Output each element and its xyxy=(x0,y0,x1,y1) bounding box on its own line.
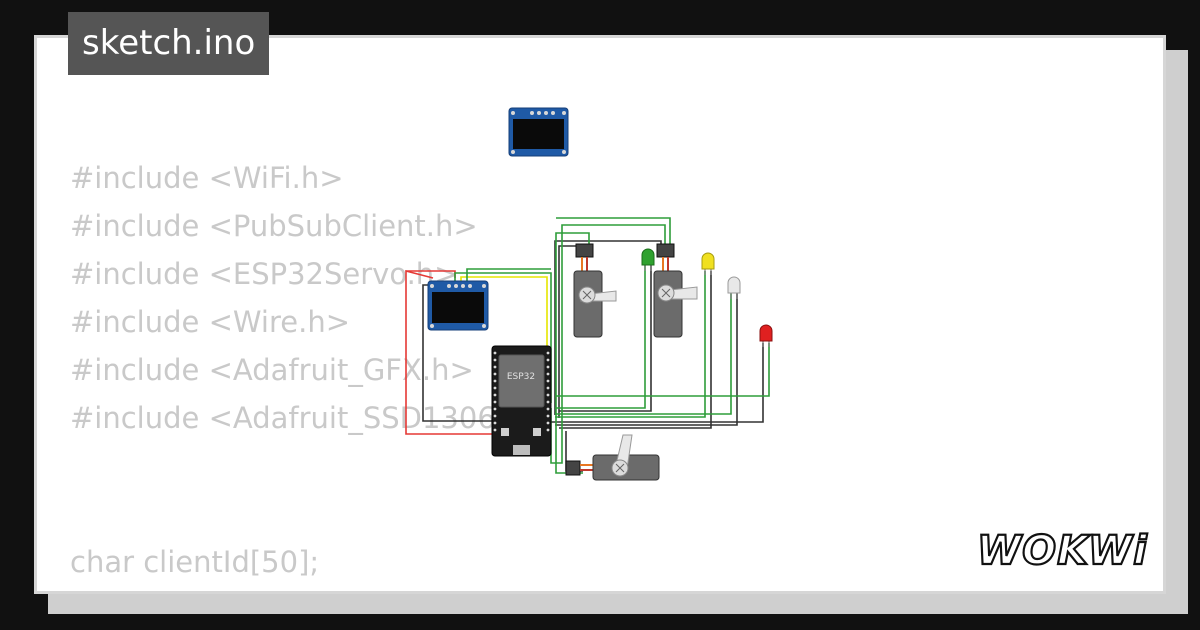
esp32-label: ESP32 xyxy=(507,372,535,382)
project-preview-card[interactable]: #include <WiFi.h> #include <PubSubClient… xyxy=(34,35,1166,594)
led-white xyxy=(727,276,741,299)
code-line-6: #include <Adafruit_SSD1306.h> xyxy=(70,401,548,435)
led-red xyxy=(759,324,773,347)
code-line-2: #include <PubSubClient.h> xyxy=(70,209,478,243)
code-line-4: #include <Wire.h> xyxy=(70,305,351,339)
file-tab-sketch[interactable]: sketch.ino xyxy=(68,12,270,75)
esp32-board: ESP32 xyxy=(491,345,552,457)
led-yellow xyxy=(701,252,715,275)
servo-motor-2 xyxy=(653,243,698,338)
oled-display-middle xyxy=(427,280,489,331)
wire-yellow xyxy=(460,276,548,403)
code-line-1: #include <WiFi.h> xyxy=(70,161,344,195)
wokwi-logo-text: WOKWi xyxy=(977,528,1148,574)
wokwi-logo: WOKWi xyxy=(976,527,1148,574)
servo-motor-1 xyxy=(573,243,617,338)
servo-motor-3 xyxy=(565,434,660,481)
led-green xyxy=(641,248,655,271)
code-line-9: char clientId[50]; xyxy=(70,545,320,579)
code-line-3: #include <ESP32Servo.h> xyxy=(70,257,459,291)
oled-display-top xyxy=(508,107,569,157)
circuit-diagram: ESP32 xyxy=(405,107,773,481)
